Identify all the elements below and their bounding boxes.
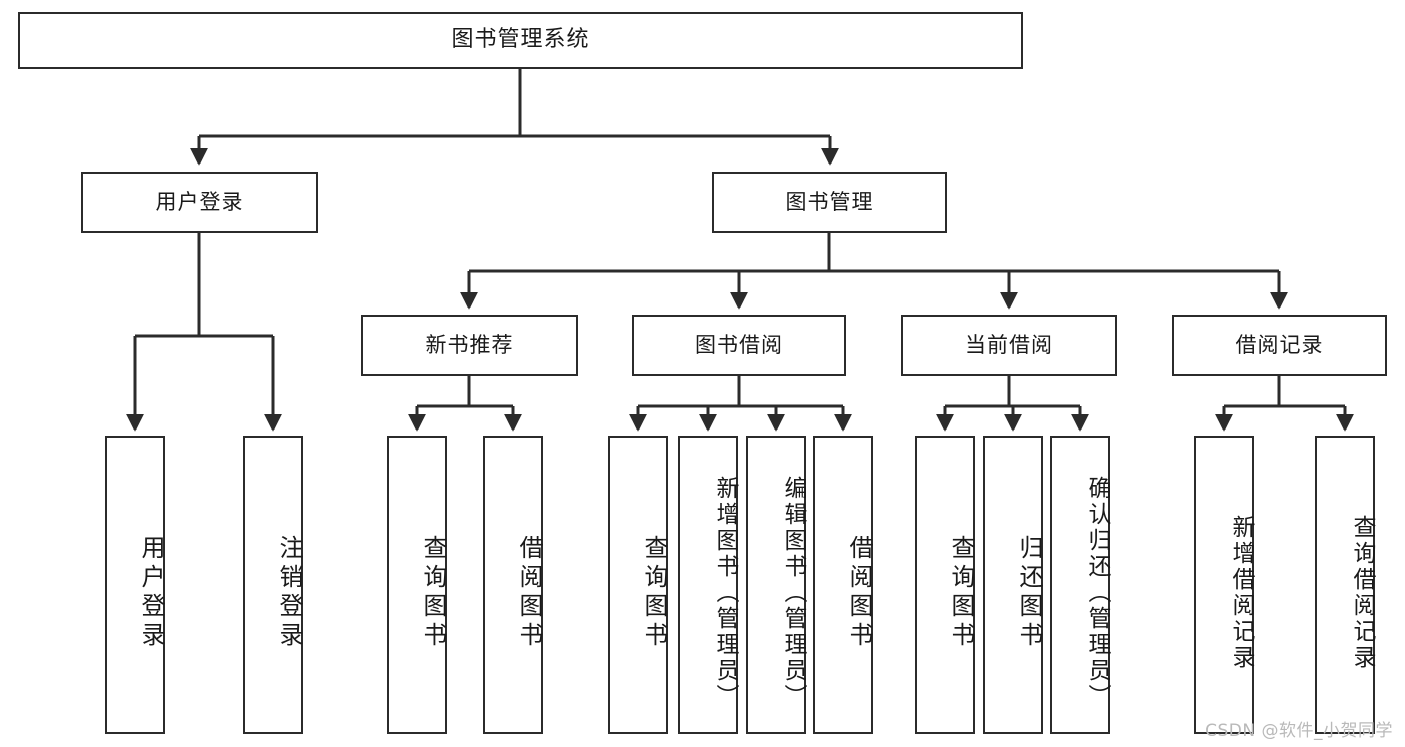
node-label: 图书管理系统 — [451, 27, 590, 53]
node-label: 借阅图书 — [515, 535, 543, 651]
node-book-management-system[interactable]: 图书管理系统 — [18, 12, 1023, 69]
leaf-borrow-book[interactable]: 借阅图书 — [813, 436, 873, 734]
node-label: 新增借阅记录 — [1228, 515, 1254, 671]
node-label: 图书管理 — [785, 189, 874, 214]
node-book-management[interactable]: 图书管理 — [712, 172, 947, 233]
node-label: 查询图书 — [947, 535, 975, 651]
leaf-query-borrow-record[interactable]: 查询借阅记录 — [1315, 436, 1375, 734]
leaf-query-book-current[interactable]: 查询图书 — [915, 436, 975, 734]
node-label: 用户登录 — [155, 189, 244, 214]
node-label: 借阅记录 — [1235, 332, 1324, 357]
node-user-login[interactable]: 用户登录 — [81, 172, 318, 233]
node-label: 归还图书 — [1015, 535, 1043, 651]
leaf-edit-book-admin[interactable]: 编辑图书（管理员） — [746, 436, 806, 734]
node-label: 查询图书 — [419, 535, 447, 651]
leaf-add-book-admin[interactable]: 新增图书（管理员） — [678, 436, 738, 734]
node-borrow-record[interactable]: 借阅记录 — [1172, 315, 1387, 376]
leaf-query-book-borrow[interactable]: 查询图书 — [608, 436, 668, 734]
leaf-return-book[interactable]: 归还图书 — [983, 436, 1043, 734]
node-label: 新增图书（管理员） — [712, 476, 738, 710]
node-label: 用户登录 — [137, 535, 165, 651]
leaf-logout[interactable]: 注销登录 — [243, 436, 303, 734]
leaf-add-borrow-record[interactable]: 新增借阅记录 — [1194, 436, 1254, 734]
node-label: 编辑图书（管理员） — [780, 476, 806, 710]
leaf-user-login[interactable]: 用户登录 — [105, 436, 165, 734]
node-label: 查询图书 — [640, 535, 668, 651]
node-label: 新书推荐 — [425, 332, 514, 357]
csdn-watermark: CSDN @软件_小贺同学 — [1205, 721, 1393, 741]
leaf-borrow-book-recommend[interactable]: 借阅图书 — [483, 436, 543, 734]
node-label: 确认归还（管理员） — [1084, 476, 1110, 710]
node-label: 图书借阅 — [695, 332, 783, 357]
node-label: 借阅图书 — [845, 535, 873, 651]
leaf-query-book-recommend[interactable]: 查询图书 — [387, 436, 447, 734]
node-label: 查询借阅记录 — [1349, 515, 1375, 671]
node-label: 注销登录 — [275, 535, 303, 651]
node-label: 当前借阅 — [965, 332, 1053, 357]
node-current-borrow[interactable]: 当前借阅 — [901, 315, 1117, 376]
node-new-book-recommend[interactable]: 新书推荐 — [361, 315, 578, 376]
node-book-borrow[interactable]: 图书借阅 — [632, 315, 846, 376]
leaf-confirm-return-admin[interactable]: 确认归还（管理员） — [1050, 436, 1110, 734]
